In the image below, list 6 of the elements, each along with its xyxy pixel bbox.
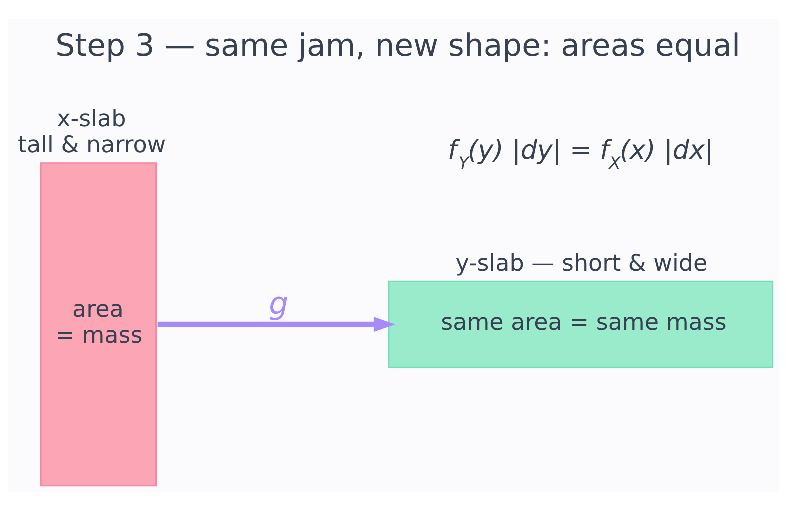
- node-label: y-slab — short & wide: [456, 250, 708, 276]
- arrow: [158, 316, 396, 332]
- edge-label: g: [269, 285, 289, 322]
- node-label: x-slab tall & narrow: [18, 106, 166, 158]
- label: f$_{Y}$(y) |dy| = f$_{X}$(x) |dx|: [448, 135, 714, 172]
- diagram-title: Step 3 — same jam, new shape: areas equal: [56, 27, 741, 64]
